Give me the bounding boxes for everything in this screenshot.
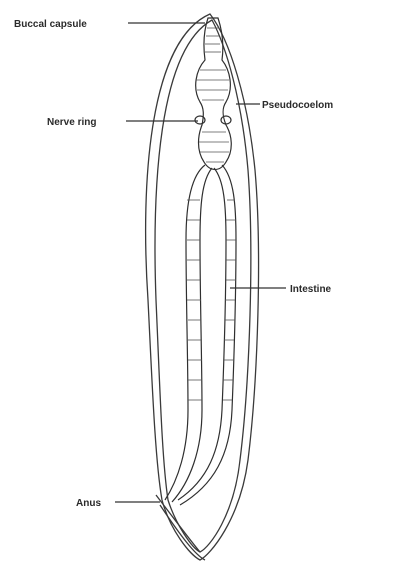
body-outline: [146, 14, 259, 560]
label-nerve-ring: Nerve ring: [47, 117, 96, 128]
label-pseudocoelom: Pseudocoelom: [262, 100, 333, 111]
pharynx: [195, 18, 231, 170]
labels: Buccal capsule Pseudocoelom Nerve ring I…: [14, 19, 333, 509]
intestine-tube: [165, 165, 236, 505]
label-buccal-capsule: Buccal capsule: [14, 19, 87, 30]
label-intestine: Intestine: [290, 284, 332, 295]
label-anus: Anus: [76, 498, 101, 509]
